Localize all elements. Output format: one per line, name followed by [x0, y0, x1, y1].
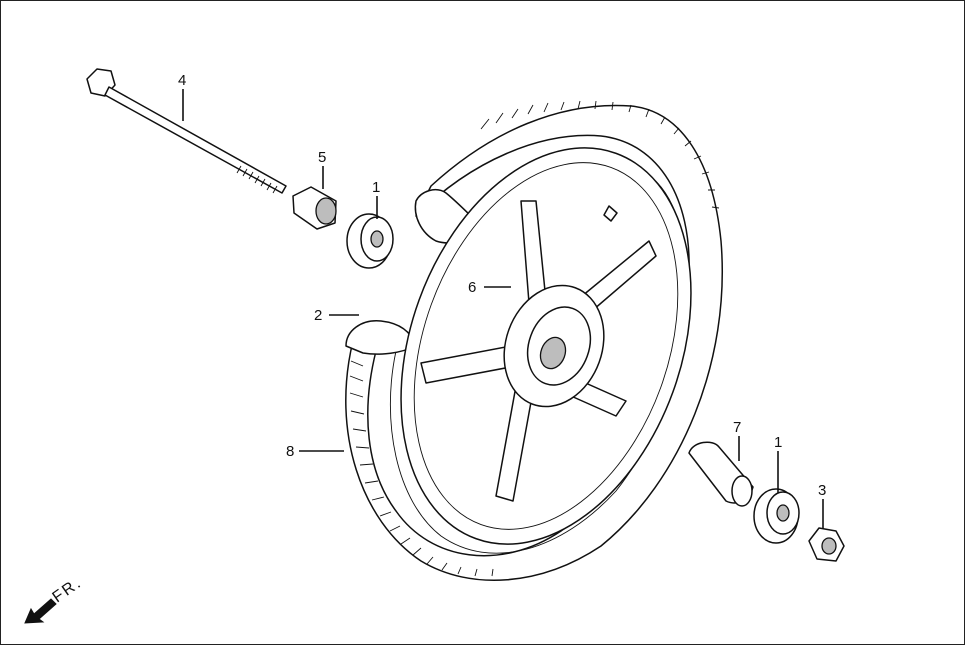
callout-1-lower: 1: [774, 434, 782, 451]
callout-4: 4: [178, 72, 186, 89]
distance-collar-part: [688, 441, 754, 507]
axle-nut-part: [808, 527, 845, 562]
front-direction-arrow-icon: [24, 598, 57, 624]
axle-bolt-part: [86, 68, 287, 194]
collar-part: [292, 186, 337, 230]
wheel-rim-part: [400, 147, 692, 545]
callout-6: 6: [468, 279, 476, 296]
callout-7: 7: [733, 419, 741, 436]
callout-8: 8: [286, 443, 294, 460]
callout-3: 3: [818, 482, 826, 499]
front-direction-label: FR.: [50, 574, 86, 606]
bearing-upper-part: [346, 213, 394, 269]
front-direction-marker: FR.: [24, 574, 86, 624]
callout-1-upper: 1: [372, 179, 380, 196]
callout-2: 2: [314, 307, 322, 324]
callout-5: 5: [318, 149, 326, 166]
bearing-lower-part: [753, 488, 800, 544]
leader-lines: [182, 89, 824, 529]
